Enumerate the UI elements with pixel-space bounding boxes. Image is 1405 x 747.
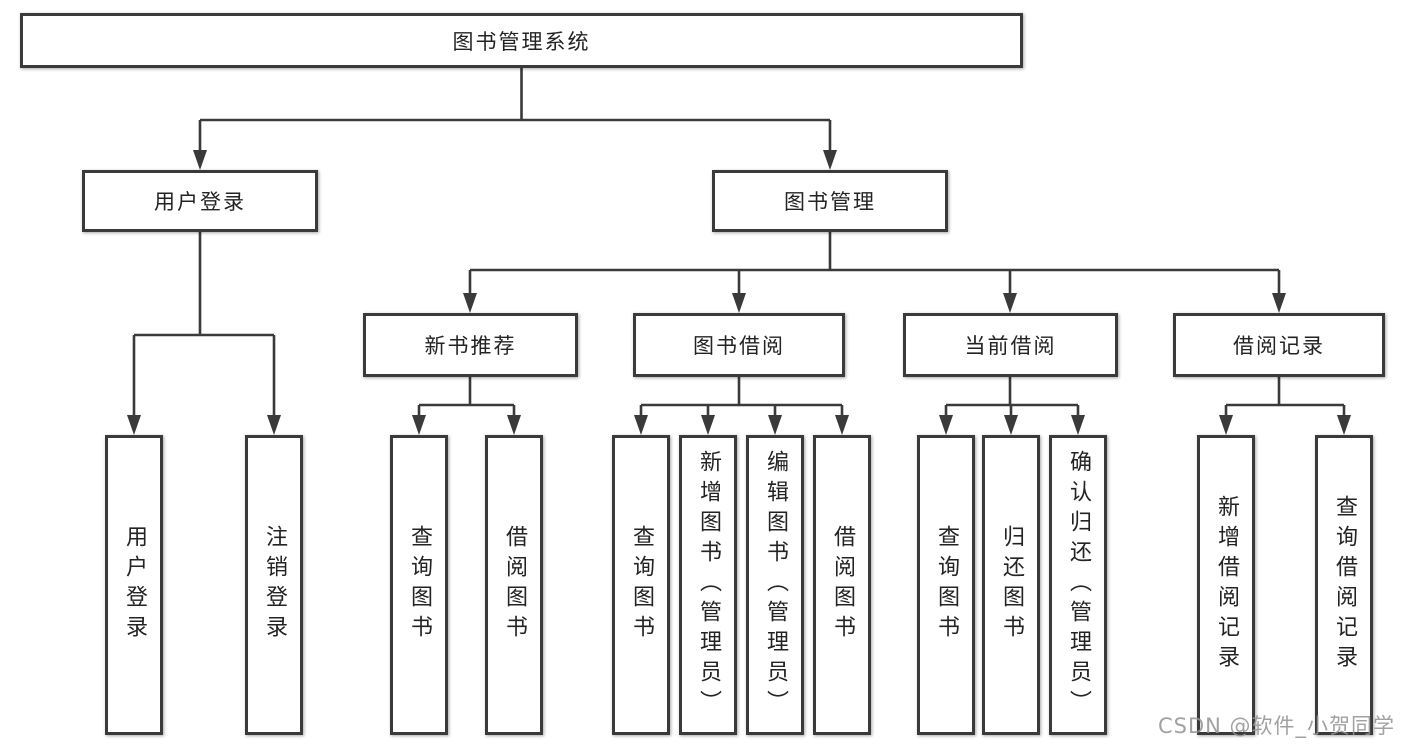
connector-login-to-leaves [132, 232, 276, 417]
leaf-label: 借阅图书 [502, 525, 527, 645]
leaf-borrow-books-recommendation: 借阅图书 [485, 435, 543, 735]
arrow-down-icon [939, 415, 953, 435]
leaf-label: 确认归还（管理员） [1066, 450, 1091, 720]
connector-records-to-leaves [1224, 377, 1346, 417]
arrow-down-icon [1004, 415, 1018, 435]
arrow-down-icon [1003, 293, 1017, 313]
leaf-label: 查询借阅记录 [1332, 495, 1357, 675]
connector-root-to-level1 [198, 68, 832, 152]
leaf-label: 借阅图书 [830, 525, 855, 645]
leaf-return-books: 归还图书 [982, 435, 1040, 735]
node-user-login: 用户登录 [82, 170, 318, 232]
arrow-down-icon [412, 415, 426, 435]
node-book-management: 图书管理 [712, 170, 948, 232]
arrow-down-icon [1071, 415, 1085, 435]
leaf-label: 查询图书 [629, 525, 654, 645]
leaf-user-login: 用户登录 [105, 435, 163, 735]
arrowheads [127, 150, 1351, 435]
leaf-edit-book-admin: 编辑图书（管理员） [746, 435, 804, 735]
arrow-down-icon [463, 293, 477, 313]
arrow-down-icon [507, 415, 521, 435]
node-library-management-system: 图书管理系统 [20, 13, 1023, 68]
node-label: 新书推荐 [424, 334, 517, 358]
arrow-down-icon [823, 150, 837, 170]
node-label: 图书管理系统 [452, 29, 591, 54]
arrow-down-icon [634, 415, 648, 435]
leaf-label: 编辑图书（管理员） [763, 450, 788, 720]
leaf-label: 注销登录 [262, 525, 287, 645]
arrow-down-icon [127, 415, 141, 435]
node-book-borrowing: 图书借阅 [633, 313, 845, 377]
arrow-down-icon [701, 415, 715, 435]
leaf-label: 用户登录 [122, 525, 147, 645]
connector-rec-to-leaves [417, 377, 516, 417]
connector-mgmt-to-level2 [468, 232, 1281, 295]
leaf-label: 新增借阅记录 [1214, 495, 1239, 675]
leaf-search-books-recommendation: 查询图书 [390, 435, 448, 735]
node-label: 当前借阅 [964, 334, 1057, 358]
leaf-logout: 注销登录 [245, 435, 303, 735]
arrow-down-icon [193, 150, 207, 170]
leaf-add-book-admin: 新增图书（管理员） [679, 435, 737, 735]
arrow-down-icon [1219, 415, 1233, 435]
node-label: 借阅记录 [1233, 334, 1325, 358]
arrow-down-icon [1272, 293, 1286, 313]
leaf-search-books-current: 查询图书 [917, 435, 975, 735]
watermark: CSDN @软件_小贺同学 [1158, 714, 1396, 738]
arrow-down-icon [768, 415, 782, 435]
leaf-confirm-return-admin: 确认归还（管理员） [1049, 435, 1107, 735]
node-label: 用户登录 [154, 190, 246, 214]
leaf-add-borrow-record: 新增借阅记录 [1197, 435, 1255, 735]
arrow-down-icon [1337, 415, 1351, 435]
connector-current-to-leaves [944, 377, 1080, 417]
node-new-book-recommendation: 新书推荐 [363, 313, 578, 377]
leaf-label: 查询图书 [934, 525, 959, 645]
leaf-borrow-books-borrowing: 借阅图书 [813, 435, 871, 735]
arrow-down-icon [267, 415, 281, 435]
leaf-search-books-borrowing: 查询图书 [612, 435, 670, 735]
leaf-label: 新增图书（管理员） [696, 450, 721, 720]
connector-borrow-to-leaves [639, 377, 844, 417]
node-borrowing-records: 借阅记录 [1173, 313, 1385, 377]
node-current-borrowing: 当前借阅 [903, 313, 1118, 377]
leaf-search-borrow-record: 查询借阅记录 [1315, 435, 1373, 735]
arrow-down-icon [835, 415, 849, 435]
node-label: 图书借阅 [693, 334, 785, 358]
arrow-down-icon [732, 293, 746, 313]
leaf-label: 归还图书 [999, 525, 1024, 645]
leaf-label: 查询图书 [407, 525, 432, 645]
node-label: 图书管理 [784, 190, 876, 214]
